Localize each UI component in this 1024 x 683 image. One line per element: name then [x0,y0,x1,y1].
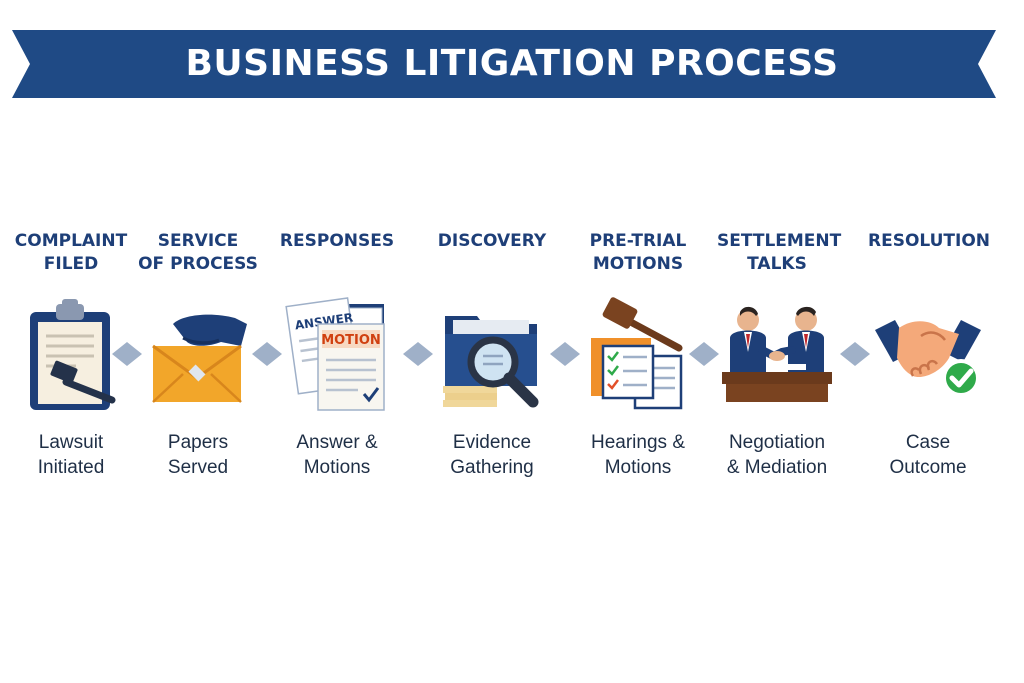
step-title: RESOLUTION [868,231,991,251]
step-title: SETTLEMENT TALKS [717,231,842,274]
step-settlement-talks: SETTLEMENT TALKS Negotiation & Mediation [717,230,842,480]
step-description: Answer & Motions [296,432,378,478]
doc-label-motion: MOTION [321,333,381,348]
step-description: Case Outcome [889,432,967,478]
connector-arrow-icon [403,342,433,366]
page-title: BUSINESS LITIGATION PROCESS [185,42,839,84]
connector-arrow-icon [689,342,719,366]
step-description: Lawsuit Initiated [37,432,105,478]
title-banner [12,30,996,98]
step-responses: RESPONSES ANSWER MOTION Answer & Motions [277,230,397,480]
step-title: RESPONSES [279,231,395,251]
step-pre-trial-motions: PRE-TRIAL MOTIONS Hearings & Motions [578,230,698,480]
step-title: SERVICE OF PROCESS [138,231,258,274]
envelope-hand-icon [152,314,247,403]
connector-arrow-icon [252,342,282,366]
step-title: DISCOVERY [437,231,547,251]
documents-icon: ANSWER MOTION [285,297,385,411]
step-discovery: DISCOVERY Evidence Gathering [432,230,552,480]
connector-arrow-icon [550,342,580,366]
clipboard-gavel-icon [30,299,116,410]
connector-arrow-icon [840,342,870,366]
gavel-checklist-icon [591,297,683,410]
negotiation-icon [722,306,832,402]
step-complaint-filed: COMPLAINT FILED Lawsuit Initiated [11,230,131,480]
step-description: Hearings & Motions [591,432,685,478]
step-service-of-process: SERVICE OF PROCESS Papers Served [138,230,258,480]
step-description: Negotiation & Mediation [726,432,828,478]
step-title: COMPLAINT FILED [14,231,128,274]
step-description: Evidence Gathering [450,432,534,478]
step-description: Papers Served [167,432,229,478]
step-title: PRE-TRIAL MOTIONS [589,231,687,274]
folder-magnifier-icon [443,316,539,408]
step-resolution: RESOLUTION Case Outcome [868,230,991,480]
handshake-check-icon [875,320,981,397]
connector-arrow-icon [112,342,142,366]
